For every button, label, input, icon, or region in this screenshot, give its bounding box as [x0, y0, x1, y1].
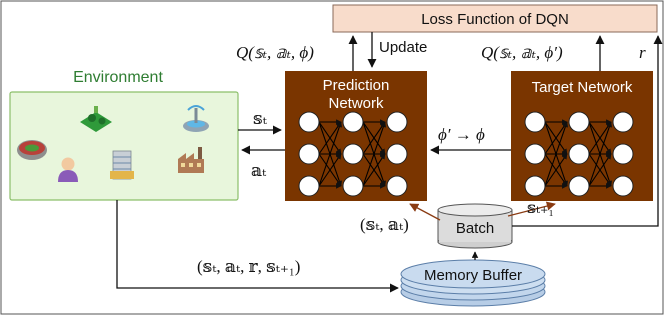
- reward-arrow: [512, 35, 663, 227]
- prediction-network-edge: [318, 121, 342, 187]
- loss-function-box: [332, 4, 658, 33]
- reward-label: r: [639, 43, 646, 62]
- environment-label: Environment: [73, 69, 163, 86]
- memory-buffer-label: Memory Buffer: [424, 267, 522, 284]
- target-network-node: [612, 175, 634, 197]
- action-label: 𝕒ₜ: [251, 161, 267, 180]
- outer-frame: [0, 0, 664, 315]
- target-network-node: [568, 143, 590, 165]
- target-network-node: [612, 111, 634, 133]
- transition-arrow: [116, 200, 399, 293]
- target-network-node: [524, 175, 546, 197]
- target-network-node: [568, 175, 590, 197]
- update-label: Update: [379, 39, 427, 56]
- prediction-network-edge: [362, 153, 386, 187]
- prediction-network-node: [298, 175, 320, 197]
- memory-buffer-disk: [400, 259, 546, 307]
- q-target-label: Q(𝕤ₜ, 𝕒ₜ, ϕ′): [481, 43, 563, 62]
- target-network-edge: [544, 121, 568, 187]
- target-network-graph: [524, 111, 634, 197]
- prediction-network-graph: [298, 111, 408, 197]
- transition-label: (𝕤ₜ, 𝕒ₜ, 𝕣, 𝕤ₜ₊₁): [197, 257, 300, 276]
- prediction-network-title-line1: Prediction: [323, 77, 390, 94]
- target-network-node: [612, 143, 634, 165]
- batch-to-target-arrow: [507, 201, 556, 217]
- prediction-network-node: [386, 175, 408, 197]
- prediction-network-node: [298, 143, 320, 165]
- factory-icon: [178, 147, 204, 173]
- office-building-icon: [110, 150, 134, 180]
- prediction-network-edge: [318, 153, 342, 187]
- prediction-network-node: [386, 143, 408, 165]
- target-network-edge: [588, 121, 612, 187]
- loss-function-label: Loss Function of DQN: [421, 11, 569, 28]
- batch-pair-label: (𝕤ₜ, 𝕒ₜ): [360, 215, 409, 234]
- target-network-node: [568, 111, 590, 133]
- fountain-icon: [183, 105, 209, 132]
- state-label: 𝕤ₜ: [253, 109, 268, 128]
- q-prediction-label: Q(𝕤ₜ, 𝕒ₜ, ϕ): [236, 43, 314, 62]
- prediction-network-node: [386, 111, 408, 133]
- person-icon: [58, 157, 78, 182]
- target-network-title: Target Network: [532, 79, 633, 96]
- batch-to-prediction-arrow: [409, 203, 441, 221]
- prediction-network-node: [298, 111, 320, 133]
- parameter-copy-label: ϕ′ → ϕ: [438, 125, 485, 144]
- target-network-edge: [544, 153, 568, 187]
- target-network-node: [524, 111, 546, 133]
- prediction-network-node: [342, 111, 364, 133]
- next-state-label: 𝕤ₜ₊₁: [527, 200, 554, 217]
- target-network-node: [524, 143, 546, 165]
- target-network-edge: [588, 153, 612, 187]
- batch-label: Batch: [456, 220, 494, 237]
- prediction-network-title-line2: Network: [328, 95, 384, 112]
- prediction-network-edge: [362, 121, 386, 187]
- prediction-network-node: [342, 143, 364, 165]
- batch-cylinder: [437, 203, 513, 249]
- prediction-network-node: [342, 175, 364, 197]
- park-icon: [80, 106, 112, 132]
- stadium-icon: [17, 140, 47, 160]
